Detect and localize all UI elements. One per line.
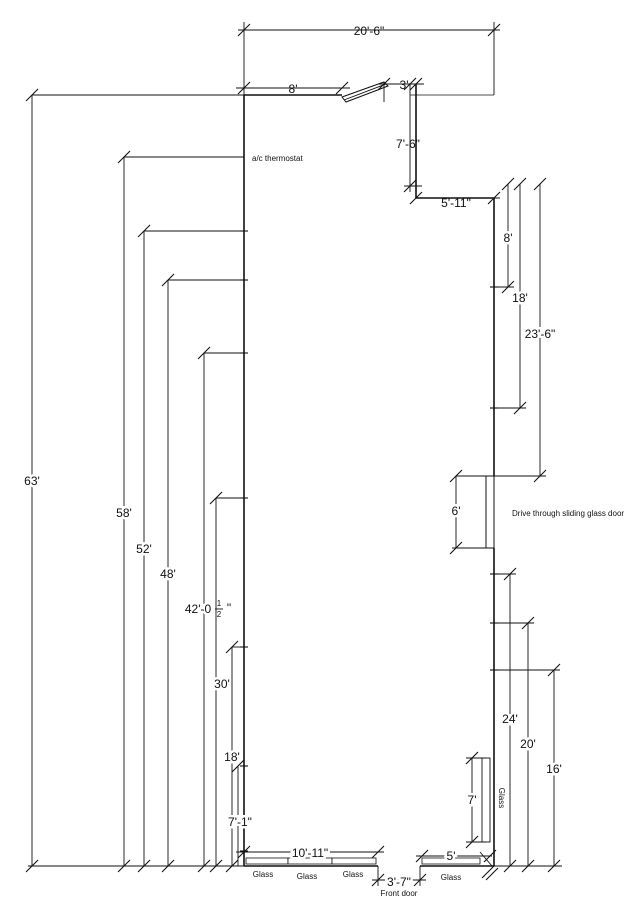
- right-glass-label: Glass: [497, 788, 506, 808]
- sliding-glass-door: [485, 475, 495, 549]
- dim-left-18: 18': [222, 640, 244, 873]
- dim-label-20-6: 20'-6": [354, 24, 385, 38]
- dim-front-door: 3'-7": [371, 866, 427, 892]
- top-jog-window: [341, 81, 389, 103]
- dim-right-20: 20': [494, 616, 538, 873]
- dim-sliding-door: 6': [449, 469, 490, 555]
- dim-top-jog-depth: 7'-6": [396, 77, 422, 193]
- dim-top-jog: 3': [377, 77, 424, 92]
- dim-top-left-wall: 8': [236, 81, 350, 96]
- dim-right-23-6: 23'-6": [456, 177, 558, 483]
- dim-label-16: 16': [546, 762, 562, 776]
- dim-label-42-frac-suffix: ": [227, 601, 231, 615]
- dim-label-42: 42'-0: [185, 602, 212, 616]
- glass-label-2: Glass: [297, 872, 317, 881]
- dim-label-5: 5': [447, 849, 456, 863]
- dim-label-18: 18': [224, 750, 240, 764]
- dim-label-58: 58': [116, 506, 132, 520]
- dim-total-width: 20'-6": [237, 22, 501, 95]
- right-glass-panel: [481, 757, 491, 843]
- thermostat-label: a/c thermostat: [252, 154, 303, 163]
- dim-right-setback: 5'-11": [409, 191, 501, 210]
- dim-label-52: 52': [136, 542, 152, 556]
- dim-label-3: 3': [400, 78, 409, 92]
- dim-label-8: 8': [289, 82, 298, 96]
- dim-left-63: 63': [22, 88, 244, 873]
- dim-label-42-frac-den: 2: [217, 610, 222, 619]
- dim-label-48: 48': [160, 567, 176, 581]
- dim-right-24: 24': [494, 567, 520, 873]
- dim-left-42: 42'-0 1 2 ": [182, 346, 244, 873]
- dim-label-3-7: 3'-7": [387, 875, 411, 889]
- sliding-door-label: Drive through sliding glass door: [512, 509, 624, 518]
- dim-left-52: 52': [134, 224, 244, 873]
- dim-label-18-right: 18': [512, 291, 528, 305]
- dim-left-30: 30': [209, 491, 244, 873]
- dim-label-24: 24': [502, 712, 518, 726]
- dim-right-8: 8': [494, 177, 515, 294]
- bottom-glass-panels: [245, 851, 493, 867]
- dim-left-58: 58': [114, 150, 244, 873]
- dim-left-48: 48': [158, 273, 244, 873]
- dim-label-20: 20': [520, 737, 536, 751]
- dim-right-7: 7': [465, 751, 486, 849]
- dim-label-23-6: 23'-6": [525, 327, 556, 341]
- dim-left-7-1: 7'-1": [226, 759, 254, 866]
- front-door-label: Front door: [381, 889, 418, 898]
- dim-label-8-right: 8': [504, 231, 513, 245]
- dim-bottom-glass-run: 10'-11": [236, 844, 385, 863]
- dim-label-7: 7': [468, 793, 477, 807]
- dim-right-18: 18': [494, 177, 530, 415]
- dim-label-42-frac-num: 1: [217, 599, 222, 608]
- glass-label-1: Glass: [253, 870, 273, 879]
- dim-label-6: 6': [452, 504, 461, 518]
- dim-label-7-6: 7'-6": [396, 137, 420, 151]
- dim-bottom-right-glass: 5': [415, 847, 497, 866]
- glass-label-4: Glass: [441, 873, 461, 882]
- dim-label-63: 63': [24, 474, 40, 488]
- dim-label-7-1: 7'-1": [228, 815, 252, 829]
- dim-label-10-11: 10'-11": [292, 846, 328, 860]
- dim-label-30: 30': [214, 677, 230, 691]
- dim-label-5-11: 5'-11": [441, 196, 471, 210]
- glass-label-3: Glass: [343, 870, 363, 879]
